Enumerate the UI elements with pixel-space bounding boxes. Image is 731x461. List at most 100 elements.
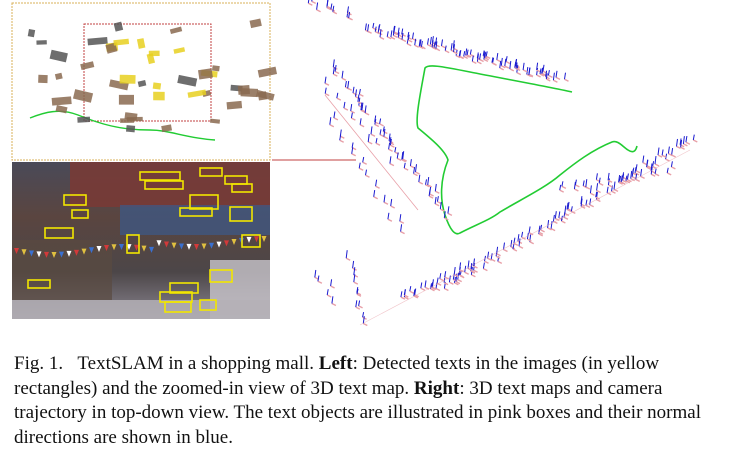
map-text-box [516,71,522,76]
map-normal-direction [513,237,516,244]
map-normal-direction [585,179,588,188]
map-normal-direction [392,27,395,36]
map-text-box [471,60,477,65]
detected-text-box [179,207,213,217]
map-text-box [463,55,469,60]
detected-text-box [63,194,87,206]
map-text-box [495,255,501,259]
map-text-box [500,65,506,69]
map-normal-direction [394,147,397,153]
map-normal-direction [332,59,335,68]
map-normal-direction [640,168,643,177]
map-text-box [454,282,459,286]
zoomed-text-box [77,116,91,123]
map-text-box [347,87,353,91]
map-normal-direction [418,39,421,47]
map-text-box [400,296,406,300]
map-normal-direction [447,206,450,214]
map-text-box [443,217,449,221]
map-normal-direction [512,243,515,250]
map-normal-direction [434,183,437,192]
map-normal-direction [334,65,337,72]
map-normal-direction [430,283,432,289]
map-normal-direction [347,80,350,89]
map-normal-direction [364,105,367,113]
map-normal-direction [420,282,423,289]
map-text-box [332,73,338,77]
map-normal-direction [379,118,382,124]
map-text-box [487,257,492,261]
zoomed-text-box [113,38,130,46]
map-normal-direction [360,102,363,111]
map-text-box [563,216,569,220]
map-text-box [307,2,313,6]
zoomed-text-box [87,36,108,46]
map-normal-direction [403,289,406,296]
map-normal-direction [545,73,548,80]
map-text-box [379,123,384,127]
map-text-box [692,139,698,143]
map-text-box [358,305,363,309]
map-text-box [580,205,586,209]
map-normal-direction [439,273,442,279]
detected-text-box [231,183,253,193]
map-text-box [339,135,345,139]
map-text-box [668,152,673,157]
map-text-box [401,159,407,163]
detected-text-box [139,171,181,181]
map-text-box [574,188,579,192]
map-normal-direction [374,115,377,122]
map-normal-direction [654,156,657,165]
map-normal-direction [554,211,557,219]
map-text-box [429,193,434,197]
map-normal-direction [596,183,599,191]
map-normal-direction [357,94,360,102]
map-normal-direction [490,253,493,260]
map-normal-direction [541,67,544,74]
map-text-box [464,271,470,275]
map-text-box [444,49,450,54]
bunting-flag [96,245,102,252]
map-normal-direction [388,133,391,141]
mall-image-panel [12,162,270,319]
map-text-box [598,182,604,186]
map-normal-direction [536,67,539,76]
map-normal-direction [339,134,342,141]
map-normal-direction [386,31,389,37]
map-text-box [390,36,396,40]
map-normal-direction [560,215,563,222]
map-normal-direction [431,279,434,288]
map-normal-direction [564,72,566,80]
map-text-box [435,47,441,52]
map-text-box [345,257,351,261]
map-normal-direction [563,212,566,218]
map-text-box [393,31,399,35]
map-normal-direction [324,87,327,94]
map-normal-direction [326,0,329,7]
map-normal-direction [329,117,332,125]
map-text-box [513,242,519,247]
detected-text-box [229,206,253,222]
map-normal-direction [418,174,421,183]
map-normal-direction [372,22,375,29]
map-text-box [356,293,362,297]
map-normal-direction [455,273,458,282]
map-text-box [388,148,393,152]
map-normal-direction [412,32,414,39]
map-normal-direction [396,152,399,159]
map-normal-direction [642,155,645,163]
map-normal-direction [666,167,669,173]
zoomed-text-box [51,96,72,106]
map-text-box [358,167,364,171]
map-normal-direction [365,169,367,176]
map-normal-direction [375,179,378,187]
map-normal-direction [427,177,430,185]
map-normal-direction [409,286,412,292]
map-text-box [403,167,409,171]
map-text-box [465,54,471,58]
map-normal-direction [352,86,355,94]
map-text-box [352,92,358,96]
map-text-box [334,70,340,75]
map-normal-direction [476,54,479,62]
zoomed-text-box [148,50,160,57]
